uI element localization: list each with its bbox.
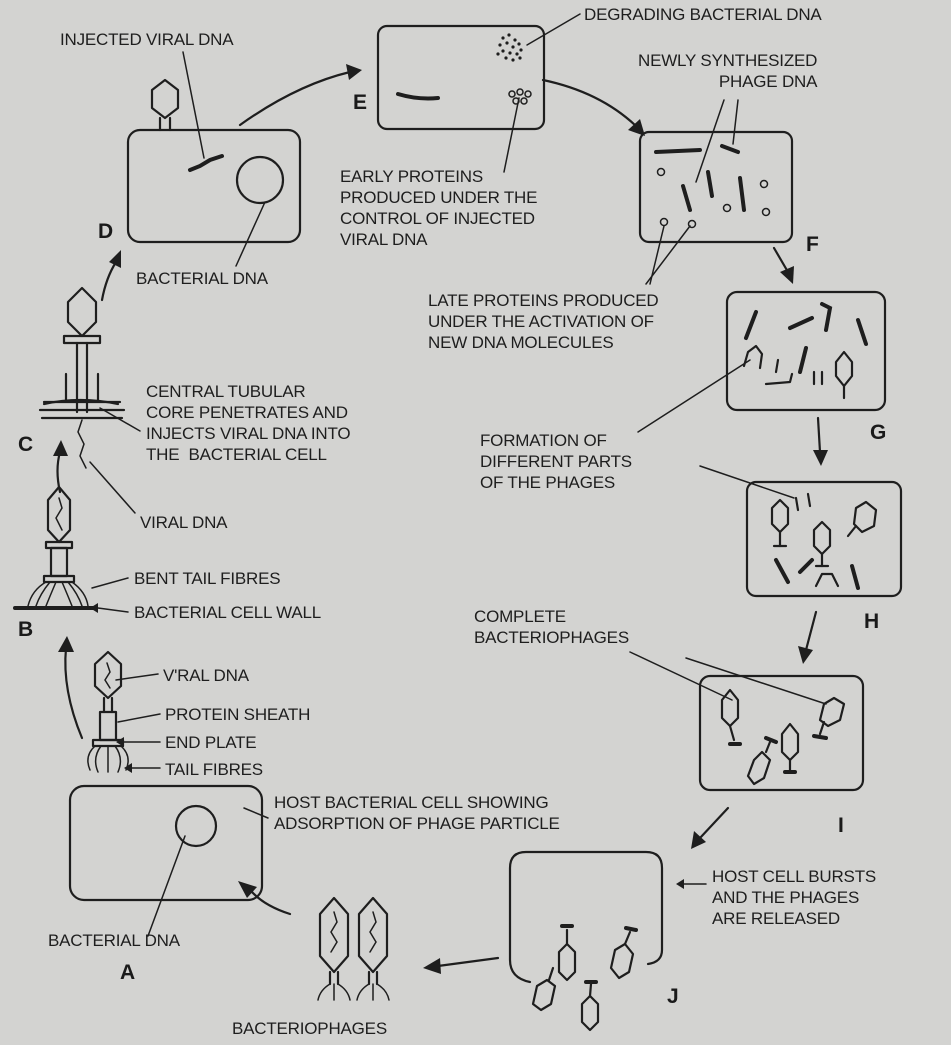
stage-c-injection [40, 288, 124, 468]
label-degrading-bacterial-dna: DEGRADING BACTERIAL DNA [584, 4, 822, 25]
arrow-d-to-e [240, 72, 350, 125]
arrow-i-to-j [700, 808, 728, 838]
label-central-tubular-core: CENTRAL TUBULAR CORE PENETRATES AND INJE… [146, 381, 350, 465]
label-bacteriophages: BACTERIOPHAGES [232, 1018, 387, 1039]
stage-j-burst [510, 852, 662, 1030]
arrow-a-to-b [65, 648, 82, 738]
arrow-j-to-bacteriophages [438, 958, 498, 966]
arrow-e-to-f [543, 80, 636, 126]
arrow-h-to-i [806, 612, 816, 650]
label-newly-synthesized-phage-dna: NEWLY SYNTHESIZED PHAGE DNA [638, 50, 817, 92]
stage-letter-f: F [806, 233, 819, 257]
label-viral-dna-a: V'RAL DNA [163, 665, 249, 686]
label-bacterial-dna-a: BACTERIAL DNA [48, 930, 180, 951]
stage-letter-b: B [18, 618, 33, 642]
label-viral-dna-c: VIRAL DNA [140, 512, 227, 533]
label-bacterial-dna-d: BACTERIAL DNA [136, 268, 268, 289]
stage-g-assembly [727, 292, 885, 410]
label-injected-viral-dna: INJECTED VIRAL DNA [60, 29, 233, 50]
stage-e-degrading [378, 26, 544, 129]
label-late-proteins: LATE PROTEINS PRODUCED UNDER THE ACTIVAT… [428, 290, 659, 353]
label-protein-sheath: PROTEIN SHEATH [165, 704, 310, 725]
stage-letter-d: D [98, 220, 113, 244]
stage-d-injected-cell [128, 80, 300, 242]
stage-i-complete [700, 676, 863, 790]
released-bacteriophages [318, 898, 389, 1000]
stage-b-attachment [15, 487, 95, 608]
stage-letter-c: C [18, 433, 33, 457]
stage-f-synthesis [640, 132, 792, 242]
stage-letter-g: G [870, 421, 886, 445]
arrow-f-to-g [774, 248, 788, 272]
stage-letter-j: J [667, 985, 679, 1009]
label-host-cell-adsorption: HOST BACTERIAL CELL SHOWING ADSORPTION O… [274, 792, 560, 834]
label-early-proteins: EARLY PROTEINS PRODUCED UNDER THE CONTRO… [340, 166, 537, 250]
stage-h-formation [747, 482, 901, 596]
stage-letter-a: A [120, 961, 135, 985]
label-bacterial-cell-wall: BACTERIAL CELL WALL [134, 602, 321, 623]
arrow-g-to-h [818, 418, 820, 452]
arrow-c-to-d [102, 262, 116, 300]
label-end-plate: END PLATE [165, 732, 256, 753]
label-host-cell-bursts: HOST CELL BURSTS AND THE PHAGES ARE RELE… [712, 866, 876, 929]
label-formation-of-parts: FORMATION OF DIFFERENT PARTS OF THE PHAG… [480, 430, 632, 493]
stage-letter-i: I [838, 814, 844, 838]
label-tail-fibres: TAIL FIBRES [165, 759, 263, 780]
label-complete-bacteriophages: COMPLETE BACTERIOPHAGES [474, 606, 629, 648]
stage-letter-e: E [353, 91, 367, 115]
stage-letter-h: H [864, 610, 879, 634]
label-bent-tail-fibres: BENT TAIL FIBRES [134, 568, 280, 589]
